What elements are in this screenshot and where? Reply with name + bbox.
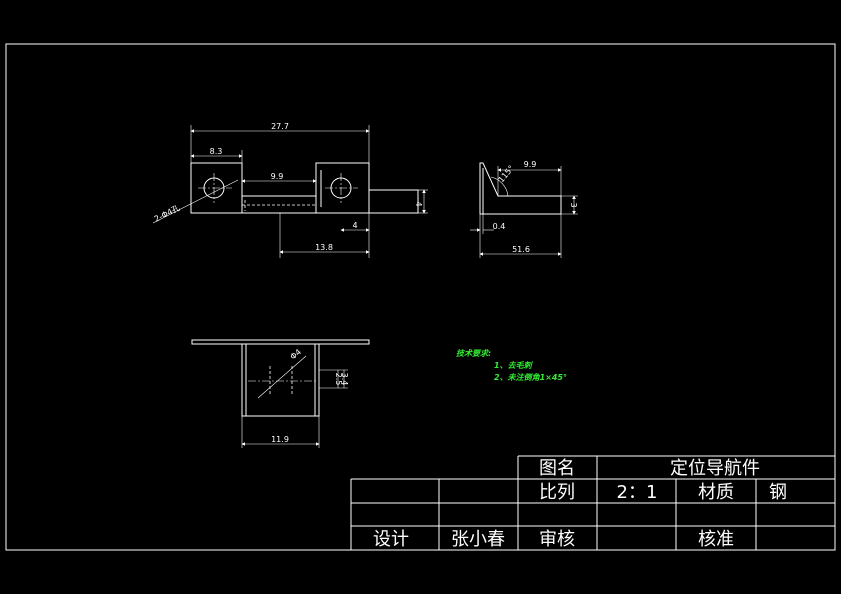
title-label-scale: 比列 — [539, 482, 575, 503]
dim-front-h1: 2.5 — [334, 373, 343, 386]
dim-front-width: 11.9 — [271, 435, 289, 444]
notes-line-1: 1、去毛刺 — [494, 361, 534, 370]
dim-side-angle: 115° — [497, 164, 516, 185]
notes-line-2: 2、未注倒角1×45° — [494, 373, 567, 382]
dim-front-dia: Φ4 — [289, 347, 304, 361]
dim-side-total: 51.6 — [512, 245, 530, 254]
dim-top-slot: 9.9 — [271, 172, 284, 181]
drawing-border — [5, 43, 836, 551]
title-label-design: 设计 — [373, 529, 409, 550]
dim-side-height: 3 — [569, 202, 578, 207]
front-view: Φ4 2.5 3.4 11.9 — [191, 339, 370, 448]
title-material-value: 钢 — [769, 482, 787, 503]
top-view: 27.7 8.3 9.9 4 4 13.8 2-Φ4孔 — [153, 122, 428, 258]
title-label-material: 材质 — [698, 482, 734, 503]
notes-heading: 技术要求: — [456, 349, 491, 358]
title-designer: 张小春 — [451, 529, 505, 550]
title-scale-value: 2：1 — [617, 482, 658, 503]
dim-side-top: 9.9 — [524, 160, 537, 169]
title-part-name: 定位导航件 — [670, 458, 760, 479]
holes-label: 2-Φ4孔 — [153, 203, 181, 223]
dim-top-tab: 4 — [352, 221, 357, 230]
title-label-review: 审核 — [539, 529, 575, 550]
dim-top-total: 27.7 — [271, 122, 289, 131]
dim-top-left-width: 8.3 — [210, 147, 223, 156]
title-block: 图名 定位导航件 比列 2：1 材质 钢 设计 张小春 审核 核准 — [350, 455, 835, 550]
dim-top-bottom: 13.8 — [315, 243, 333, 252]
title-label-approve: 核准 — [698, 529, 734, 550]
dim-front-h2: 3.4 — [340, 373, 349, 386]
title-label-name: 图名 — [539, 458, 575, 479]
side-view: 9.9 115° 3 0.4 51.6 — [470, 160, 578, 258]
technical-notes: 技术要求: 1、去毛刺 2、未注倒角1×45° — [456, 349, 567, 382]
dim-top-height: 4 — [414, 201, 423, 206]
dim-side-thickness: 0.4 — [493, 222, 506, 231]
